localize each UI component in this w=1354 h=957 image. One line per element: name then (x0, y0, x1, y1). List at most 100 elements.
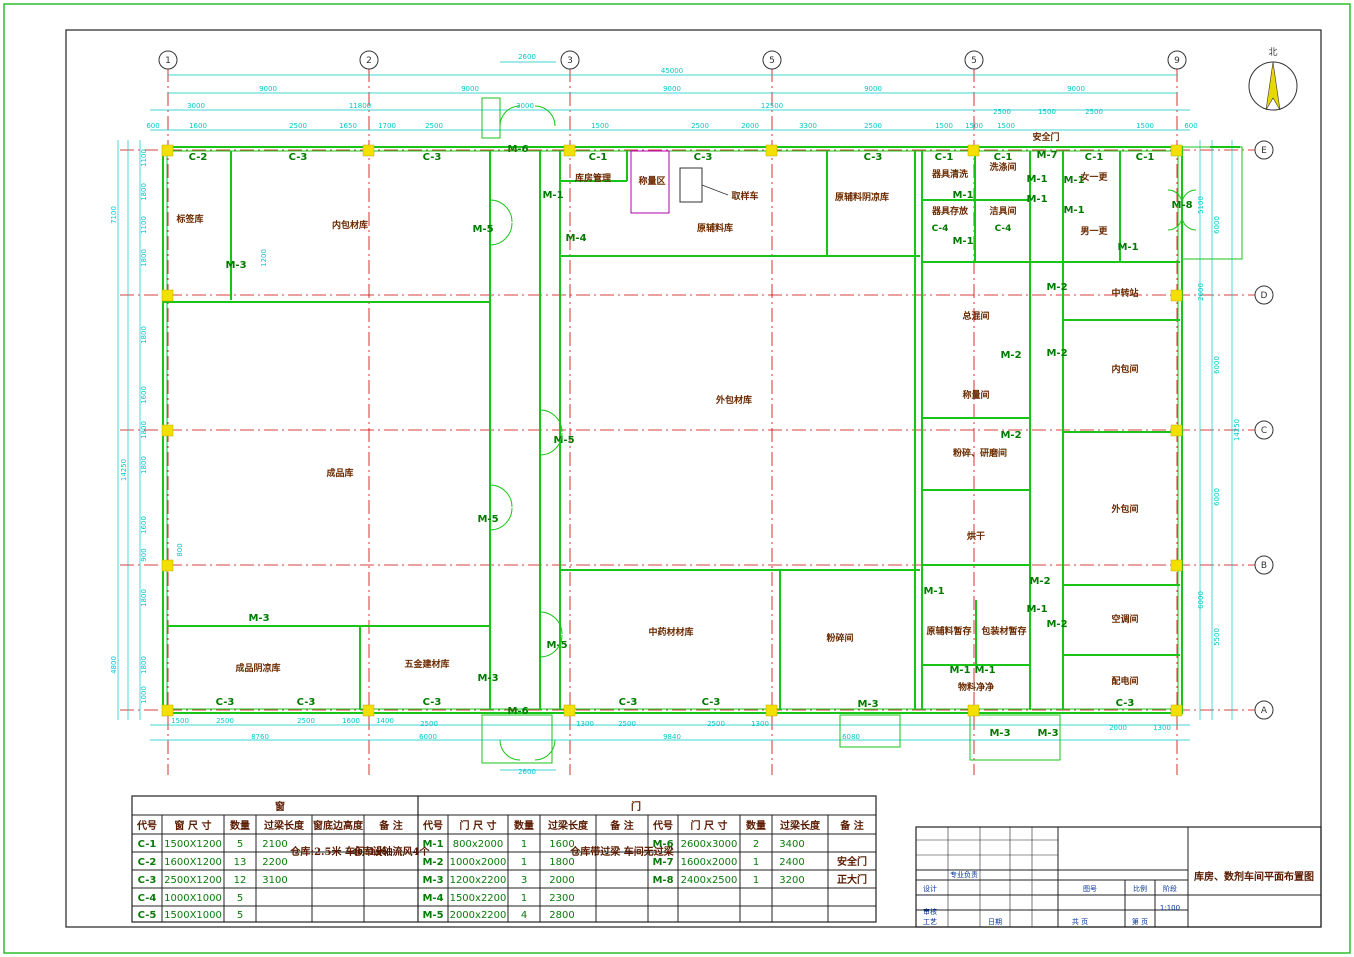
room-outer-pack: 外包间 (1110, 503, 1138, 515)
svg-text:3200: 3200 (779, 875, 804, 886)
svg-text:M-3: M-3 (422, 875, 443, 886)
svg-text:2500: 2500 (618, 720, 636, 728)
room-sampling-cart: 取样车 (731, 190, 758, 202)
svg-text:2000: 2000 (741, 122, 759, 130)
svg-text:M-2: M-2 (422, 857, 443, 868)
svg-text:M-3: M-3 (1037, 728, 1058, 739)
svg-text:C-3: C-3 (1116, 698, 1135, 709)
svg-text:1800: 1800 (140, 456, 148, 474)
axis-row-B: B (1261, 561, 1267, 571)
svg-text:2600: 2600 (518, 53, 536, 61)
svg-text:1600: 1600 (140, 516, 148, 534)
svg-text:C-3: C-3 (694, 152, 713, 163)
svg-text:比例: 比例 (1133, 884, 1147, 893)
room-aux-cool-store: 原辅料阴凉库 (835, 191, 889, 203)
north-arrow: 北 (1248, 47, 1298, 111)
svg-text:安全门: 安全门 (837, 855, 867, 868)
svg-text:2500: 2500 (216, 717, 234, 725)
svg-text:C-3: C-3 (702, 697, 721, 708)
svg-text:M-3: M-3 (477, 673, 498, 684)
svg-text:M-1: M-1 (542, 190, 563, 201)
structural-columns (161, 144, 1183, 717)
svg-text:1800: 1800 (140, 589, 148, 607)
svg-text:6000: 6000 (1213, 488, 1221, 506)
svg-text:2000: 2000 (549, 875, 574, 886)
room-outer-pack-store: 外包材库 (715, 394, 752, 406)
svg-text:C-1: C-1 (1085, 152, 1104, 163)
svg-text:9000: 9000 (1067, 85, 1085, 93)
svg-text:C-2: C-2 (189, 152, 208, 163)
room-change1-f: 女一更 (1080, 171, 1108, 183)
svg-text:备 注: 备 注 (378, 819, 402, 832)
svg-text:2500: 2500 (420, 720, 438, 728)
svg-text:过梁长度: 过梁长度 (548, 819, 589, 832)
svg-text:1: 1 (521, 857, 527, 868)
svg-text:M-5: M-5 (472, 224, 493, 235)
svg-text:M-3: M-3 (248, 613, 269, 624)
axis-row-C: C (1261, 426, 1267, 436)
svg-text:C-3: C-3 (619, 697, 638, 708)
svg-text:1400: 1400 (376, 717, 394, 725)
svg-text:2800: 2800 (549, 910, 574, 921)
svg-text:1800: 1800 (549, 857, 574, 868)
svg-text:2500: 2500 (864, 122, 882, 130)
svg-text:2400x2500: 2400x2500 (681, 875, 738, 886)
svg-text:14250: 14250 (120, 459, 128, 481)
svg-text:6080: 6080 (842, 733, 860, 741)
svg-text:正大门: 正大门 (837, 873, 867, 886)
svg-text:2600: 2600 (518, 768, 536, 776)
svg-text:M-1: M-1 (923, 586, 944, 597)
svg-text:1800: 1800 (140, 656, 148, 674)
axis-row-A: A (1261, 706, 1268, 716)
svg-text:M-1: M-1 (1063, 175, 1084, 186)
svg-text:M-2: M-2 (1046, 282, 1067, 293)
svg-text:900: 900 (140, 548, 148, 561)
svg-text:800x2000: 800x2000 (453, 839, 503, 850)
drawing-scale: 1:100 (1160, 904, 1180, 912)
svg-text:1300: 1300 (751, 720, 769, 728)
svg-text:C-1: C-1 (138, 839, 157, 850)
svg-text:M-3: M-3 (989, 728, 1010, 739)
sheet-outer-frame (3, 3, 1351, 954)
svg-text:1300: 1300 (1153, 724, 1171, 732)
room-inner-pack-store: 内包材库 (332, 219, 368, 231)
room-power: 配电间 (1111, 675, 1138, 687)
svg-text:1500: 1500 (591, 122, 609, 130)
svg-text:1600: 1600 (342, 717, 360, 725)
room-hardware-store: 五金建材库 (404, 658, 449, 670)
svg-text:12: 12 (234, 875, 247, 886)
axis-col-3: 3 (567, 56, 573, 66)
sheet-inner-frame (65, 29, 1322, 928)
room-labels: 标签库 内包材库 成品库 成品阴凉库 五金建材库 库房管理 称量区 取样车 原辅… (175, 131, 1138, 693)
svg-text:600: 600 (146, 122, 159, 130)
svg-text:数量: 数量 (230, 819, 250, 832)
svg-text:3400: 3400 (779, 839, 804, 850)
svg-text:2000: 2000 (1109, 724, 1127, 732)
title-block: 设计 审核 工艺 专业负责 图号 比例 阶段 日期 共 页 第 页 库房、数剂车… (915, 826, 1322, 928)
window-schedule-title: 窗 (275, 800, 285, 813)
svg-text:9000: 9000 (461, 85, 479, 93)
svg-text:门 尺 寸: 门 尺 寸 (460, 819, 497, 832)
svg-text:M-1: M-1 (422, 839, 443, 850)
room-aux-temp: 原辅料暂存 (926, 625, 971, 637)
room-finished-cool-store: 成品阴凉库 (235, 662, 280, 674)
room-tool-store: 器具存放 (931, 205, 969, 217)
svg-text:M-1: M-1 (1026, 194, 1047, 205)
svg-text:5: 5 (237, 893, 243, 904)
svg-text:共 页: 共 页 (1072, 917, 1088, 926)
room-finished-store: 成品库 (326, 467, 353, 479)
svg-text:1: 1 (521, 839, 527, 850)
axis-col-4: 5 (769, 56, 775, 66)
svg-text:M-3: M-3 (225, 260, 246, 271)
axis-col-6: 9 (1174, 56, 1180, 66)
right-dimensions: 5100 6000 2600 6000 14250 6000 6000 5500 (1197, 140, 1241, 720)
svg-text:代号: 代号 (422, 819, 443, 832)
svg-text:1600X1200: 1600X1200 (164, 857, 222, 868)
svg-text:C-4: C-4 (932, 224, 949, 234)
svg-text:阶段: 阶段 (1163, 884, 1177, 893)
svg-text:1800: 1800 (140, 249, 148, 267)
door-note-left: 仓库带过梁 车间无过梁 (569, 845, 674, 858)
room-weigh: 称量间 (962, 389, 989, 401)
svg-text:C-1: C-1 (589, 152, 608, 163)
